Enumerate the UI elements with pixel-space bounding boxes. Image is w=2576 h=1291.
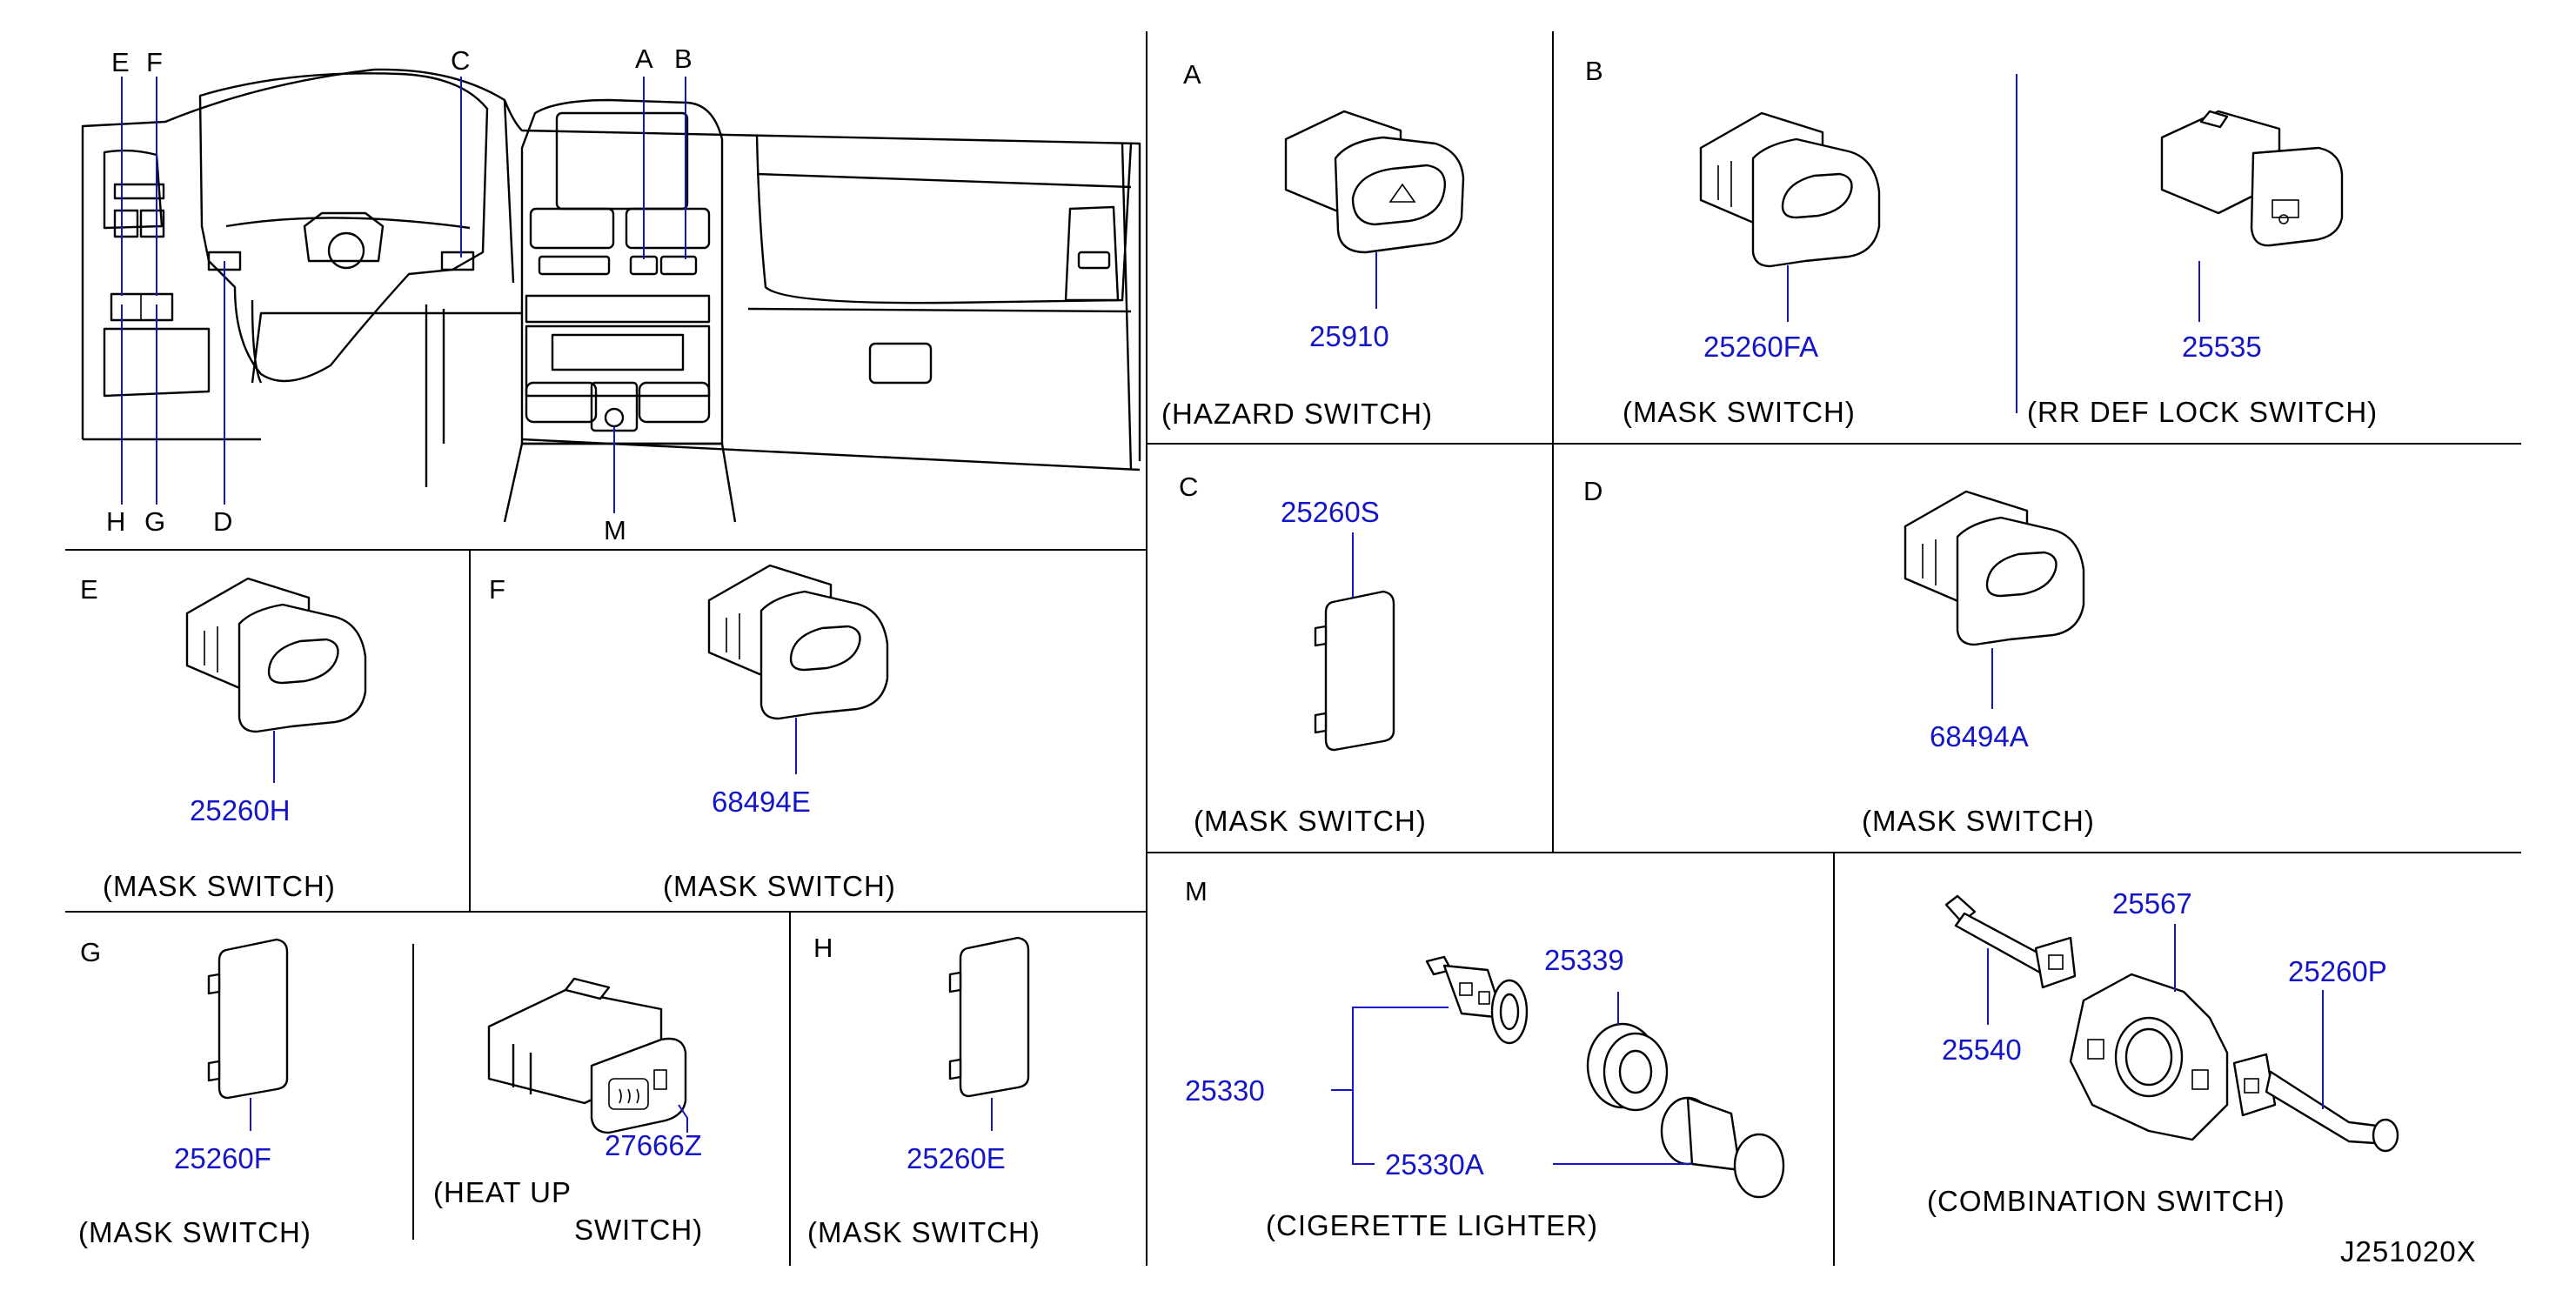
panel-e-letter: E — [80, 574, 98, 605]
combination-switch-body — [2069, 973, 2229, 1141]
panel-g-letter: G — [80, 937, 101, 967]
light-lever — [2232, 1053, 2399, 1153]
panel-combination: 25567 25540 25260P (COMBINATION SWITCH) — [1927, 887, 2399, 1217]
caption-heat-up-line1: (HEAT UP — [433, 1176, 572, 1208]
heat-up-switch-drawing — [487, 977, 687, 1134]
part-number-68494A: 68494A — [1930, 720, 2029, 753]
part-number-25260P: 25260P — [2288, 955, 2387, 987]
part-number-25260H: 25260H — [190, 794, 291, 826]
part-number-27666Z: 27666Z — [605, 1129, 702, 1161]
caption-mask-switch-e: (MASK SWITCH) — [103, 870, 336, 902]
part-number-25330A: 25330A — [1385, 1148, 1484, 1181]
diagram-id: J251020X — [2340, 1235, 2477, 1268]
caption-mask-switch-c: (MASK SWITCH) — [1194, 805, 1427, 837]
caption-combination-switch: (COMBINATION SWITCH) — [1927, 1185, 2285, 1217]
panel-m-letter: M — [1185, 876, 1208, 906]
panel-c-letter: C — [1179, 472, 1198, 502]
part-number-25567: 25567 — [2112, 887, 2192, 920]
caption-mask-switch-g: (MASK SWITCH) — [78, 1216, 311, 1248]
part-number-25535: 25535 — [2182, 331, 2262, 363]
caption-mask-switch-f: (MASK SWITCH) — [663, 870, 896, 902]
overview-label-d: D — [213, 506, 232, 537]
panel-a: A 25910 (HAZARD SWITCH) — [1161, 59, 1465, 430]
panel-h-letter: H — [813, 933, 833, 963]
wiper-lever — [1944, 894, 2077, 989]
part-number-25910: 25910 — [1309, 320, 1389, 352]
part-number-25260E: 25260E — [907, 1142, 1006, 1174]
part-number-25260FA: 25260FA — [1703, 331, 1818, 363]
part-number-25260S: 25260S — [1281, 496, 1380, 528]
part-number-68494E: 68494E — [712, 786, 811, 818]
overview-label-h: H — [106, 506, 125, 537]
cigarette-lighter-ring — [1586, 1022, 1669, 1112]
overview-label-c: C — [451, 45, 470, 76]
cigarette-lighter-socket — [1425, 955, 1529, 1045]
overview-label-b: B — [674, 43, 693, 74]
panel-grid — [65, 31, 2521, 1266]
panel-f-letter: F — [489, 574, 505, 605]
part-number-25540: 25540 — [1942, 1033, 2022, 1066]
cigarette-lighter-knob — [1660, 1096, 1785, 1199]
panel-b: B 25260FA (MASK SWITCH) 25535 (RR DEF LO… — [1585, 56, 2378, 428]
overview-label-e: E — [111, 47, 130, 77]
caption-mask-switch-d: (MASK SWITCH) — [1862, 805, 2095, 837]
dashboard-overview — [81, 68, 1141, 523]
panel-b-letter: B — [1585, 56, 1603, 86]
overview-leaders — [121, 77, 686, 513]
overview-label-g: G — [144, 506, 165, 537]
panel-e: E 25260H (MASK SWITCH) — [80, 574, 367, 902]
overview-label-f: F — [146, 47, 163, 77]
panel-h: H 25260E (MASK SWITCH) — [807, 933, 1040, 1248]
part-number-25330: 25330 — [1185, 1074, 1265, 1107]
panel-a-letter: A — [1183, 59, 1201, 90]
caption-mask-switch-b: (MASK SWITCH) — [1623, 396, 1856, 428]
part-number-25260F: 25260F — [174, 1142, 271, 1174]
panel-d-letter: D — [1583, 476, 1602, 506]
panel-d: D 68494A (MASK SWITCH) — [1583, 476, 2095, 837]
part-number-25339: 25339 — [1544, 944, 1624, 976]
overview-label-a: A — [635, 43, 653, 74]
panel-f: F 68494E (MASK SWITCH) — [489, 564, 896, 902]
rr-def-lock-switch-drawing — [2160, 110, 2344, 247]
caption-rr-def-lock-switch: (RR DEF LOCK SWITCH) — [2027, 396, 2378, 428]
caption-hazard-switch: (HAZARD SWITCH) — [1161, 398, 1433, 430]
overview-label-m: M — [604, 515, 626, 545]
hazard-switch-drawing — [1284, 110, 1465, 254]
caption-heat-up-line2: SWITCH) — [574, 1214, 703, 1246]
panel-c: C 25260S (MASK SWITCH) — [1179, 472, 1427, 837]
caption-mask-switch-h: (MASK SWITCH) — [807, 1216, 1040, 1248]
panel-m: M 25339 25330 25330A (CIGERETTE LIGHTER) — [1185, 876, 1785, 1241]
caption-cigarette-lighter: (CIGERETTE LIGHTER) — [1266, 1209, 1598, 1241]
panel-g: G 25260F (MASK SWITCH) 27666Z (HEAT UP S… — [78, 937, 703, 1248]
